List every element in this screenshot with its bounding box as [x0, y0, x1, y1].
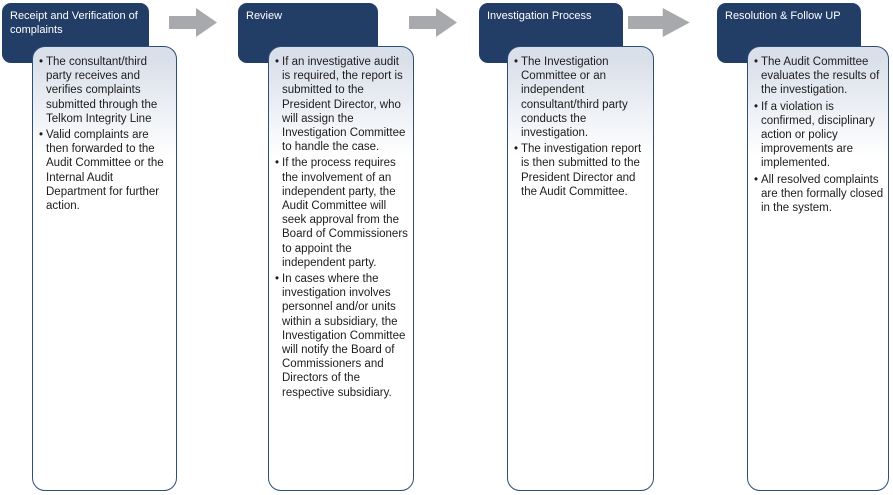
- bullet-item: If the process requires the involvement …: [275, 156, 409, 270]
- stage-bullet-list: If an investigative audit is required, t…: [275, 55, 409, 400]
- flow-arrow-icon: [628, 8, 690, 37]
- stage-body-review: If an investigative audit is required, t…: [268, 46, 414, 491]
- flow-arrow-icon: [409, 8, 457, 37]
- bullet-item: The consultant/third party receives and …: [39, 55, 172, 126]
- bullet-item: If a violation is confirmed, disciplinar…: [754, 100, 884, 171]
- stage-body-resolution-follow-up: The Audit Committee evaluates the result…: [747, 46, 889, 491]
- flow-arrow-icon: [169, 8, 217, 37]
- bullet-item: The Investigation Committee or an indepe…: [514, 55, 649, 140]
- bullet-item: The investigation report is then submitt…: [514, 142, 649, 199]
- bullet-item: Valid complaints are then forwarded to t…: [39, 128, 172, 213]
- stage-title: Receipt and Verification of complaints: [10, 10, 138, 36]
- stage-bullet-list: The consultant/third party receives and …: [39, 55, 172, 213]
- stage-body-receipt-verification: The consultant/third party receives and …: [32, 46, 177, 491]
- bullet-item: The Audit Committee evaluates the result…: [754, 55, 884, 98]
- stage-bullet-list: The Investigation Committee or an indepe…: [514, 55, 649, 199]
- stage-title: Review: [246, 10, 283, 22]
- bullet-item: If an investigative audit is required, t…: [275, 55, 409, 154]
- stage-bullet-list: The Audit Committee evaluates the result…: [754, 55, 884, 215]
- stage-title: Investigation Process: [487, 10, 592, 22]
- stage-body-investigation-process: The Investigation Committee or an indepe…: [507, 46, 654, 491]
- bullet-item: In cases where the investigation involve…: [275, 272, 409, 400]
- stage-title: Resolution & Follow UP: [725, 10, 841, 22]
- bullet-item: All resolved complaints are then formall…: [754, 173, 884, 216]
